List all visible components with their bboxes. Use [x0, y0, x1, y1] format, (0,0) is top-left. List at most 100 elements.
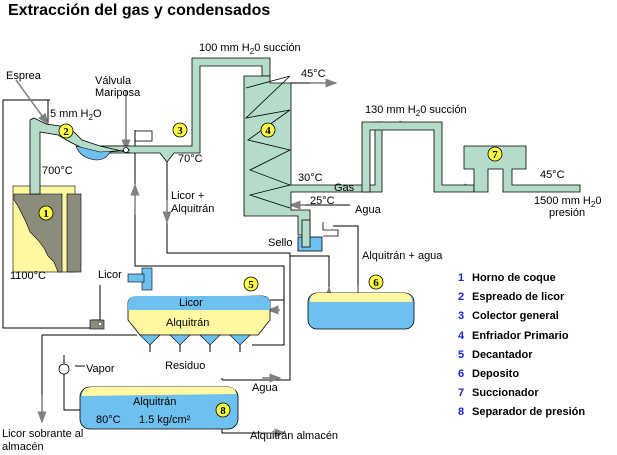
legend-number: 4: [458, 329, 465, 342]
legend-text: Decantador: [472, 348, 533, 361]
seal-pot: [297, 219, 339, 252]
legend-text: Espreado de licor: [472, 291, 565, 304]
label-pressure-2: 5 mm H2O: [50, 108, 102, 122]
label-alq-almacen: Alquitrán almacén: [250, 430, 338, 442]
legend-item: 1 Horno de coque: [458, 272, 585, 291]
legend-item: 7 Succionador: [458, 387, 585, 406]
label-temp-70: 70°C: [178, 153, 203, 165]
marker-1: 1: [38, 205, 54, 221]
label-decanter-alq: Alquitrán: [166, 317, 209, 329]
label-residuo: Residuo: [165, 360, 205, 372]
legend: 1 Horno de coque 2 Espreado de licor 3 Cole…: [458, 272, 585, 426]
to-tank6-line: [290, 255, 330, 292]
decanter: [127, 267, 271, 352]
svg-text:6: 6: [373, 277, 379, 289]
labels: Esprea 5 mm H2O Válvula Mariposa 700°C 1…: [2, 42, 601, 453]
label-licor-sobrante-2: almacén: [2, 441, 44, 453]
marker-5: 5: [243, 276, 259, 292]
diagram-title: Extracción del gas y condensados: [8, 2, 271, 19]
label-presion: presión: [549, 207, 585, 219]
marker-7: 7: [487, 146, 503, 162]
label-agua-in: Agua: [355, 204, 382, 216]
legend-number: 6: [458, 367, 465, 380]
pressure-separator: [79, 386, 239, 430]
svg-text:1: 1: [43, 208, 49, 220]
marker-6: 6: [368, 274, 384, 290]
label-valve: Válvula: [95, 75, 132, 87]
legend-number: 2: [458, 291, 465, 304]
label-suction-130: 130 mm H20 succión: [365, 104, 467, 118]
legend-item: 4 Enfriador Primario: [458, 330, 585, 349]
espreа-line: [3, 99, 49, 124]
riser-pipe: [29, 117, 131, 195]
marker-2: 2: [58, 123, 74, 139]
legend-number: 8: [458, 406, 465, 419]
sello-to-decanter: [270, 266, 285, 301]
label-temp-1100: 1100°C: [10, 270, 46, 282]
arrow-espreа: [15, 79, 49, 126]
primary-cooler: [243, 75, 383, 236]
legend-number: 5: [458, 348, 465, 361]
vapor-line: [63, 355, 80, 411]
legend-item: 3 Colector general: [458, 310, 585, 329]
marker-3: 3: [172, 122, 188, 138]
legend-item: 8 Separador de presión: [458, 406, 585, 425]
label-licor-sobrante-1: Licor sobrante al: [2, 428, 83, 440]
legend-text: Enfriador Primario: [472, 329, 569, 342]
legend-text: Separador de presión: [472, 406, 586, 419]
svg-text:3: 3: [177, 125, 183, 137]
label-decanter-licor: Licor: [179, 297, 203, 309]
label-espreа: Esprea: [6, 70, 42, 82]
cooler-coil: [244, 75, 292, 209]
spray-bowl: [75, 145, 131, 161]
label-temp-700: 700°C: [42, 165, 73, 177]
tank-deposito: [307, 292, 415, 330]
label-pressure-1500: 1500 mm H20: [534, 195, 601, 209]
collector-main: [99, 57, 271, 163]
svg-text:7: 7: [492, 149, 498, 161]
label-temp-25: 25°C: [310, 195, 335, 207]
legend-number: 7: [458, 387, 465, 400]
legend-text: Deposito: [472, 367, 520, 380]
legend-item: 6 Deposito: [458, 368, 585, 387]
svg-text:8: 8: [220, 405, 226, 417]
label-sep-alq: Alquitrán: [133, 396, 176, 408]
label-temp-30: 30°C: [298, 172, 323, 184]
label-temp-45-top: 45°C: [301, 68, 326, 80]
pump-line: [92, 285, 101, 321]
legend-text: Horno de coque: [472, 272, 556, 284]
alq-agua-line: [333, 225, 359, 300]
marker-8: 8: [215, 402, 231, 418]
label-sep-temp: 80°C: [96, 414, 121, 426]
coke-oven: [12, 185, 82, 273]
suction-pipe: [361, 121, 475, 193]
valve-stub: [134, 130, 153, 142]
svg-text:4: 4: [265, 125, 271, 137]
label-suction-100: 100 mm H20 succión: [199, 42, 301, 56]
label-sello: Sello: [268, 237, 292, 249]
legend-text: Succionador: [472, 387, 539, 400]
markers: 1 2 3 4 5 6 7 8: [38, 122, 503, 418]
label-gas: Gas: [334, 182, 355, 194]
legend-number: 3: [458, 310, 465, 323]
heater-icon: [58, 363, 70, 375]
butterfly-valve-icon: [123, 147, 129, 153]
label-agua-out: Agua: [252, 382, 279, 394]
legend-number: 1: [458, 272, 465, 284]
label-alq-agua: Alquitrán + agua: [362, 250, 443, 262]
legend-item: 2 Espreado de licor: [458, 291, 585, 310]
label-vapor: Vapor: [86, 363, 115, 375]
legend-text: Colector general: [472, 310, 559, 323]
label-valve-2: Mariposa: [95, 87, 141, 99]
legend-item: 5 Decantador: [458, 349, 585, 368]
marker-4: 4: [260, 122, 276, 138]
label-licor-alq-2: Alquitrán: [171, 203, 214, 215]
label-sep-pressure: 1.5 kg/cm²: [139, 414, 191, 426]
label-temp-45-right: 45°C: [540, 169, 565, 181]
pump-icon: [89, 319, 105, 330]
svg-text:5: 5: [248, 279, 254, 291]
label-licor-alq-1: Licor +: [171, 190, 204, 202]
label-licor-pump: Licor: [98, 269, 122, 281]
svg-text:2: 2: [63, 126, 69, 138]
